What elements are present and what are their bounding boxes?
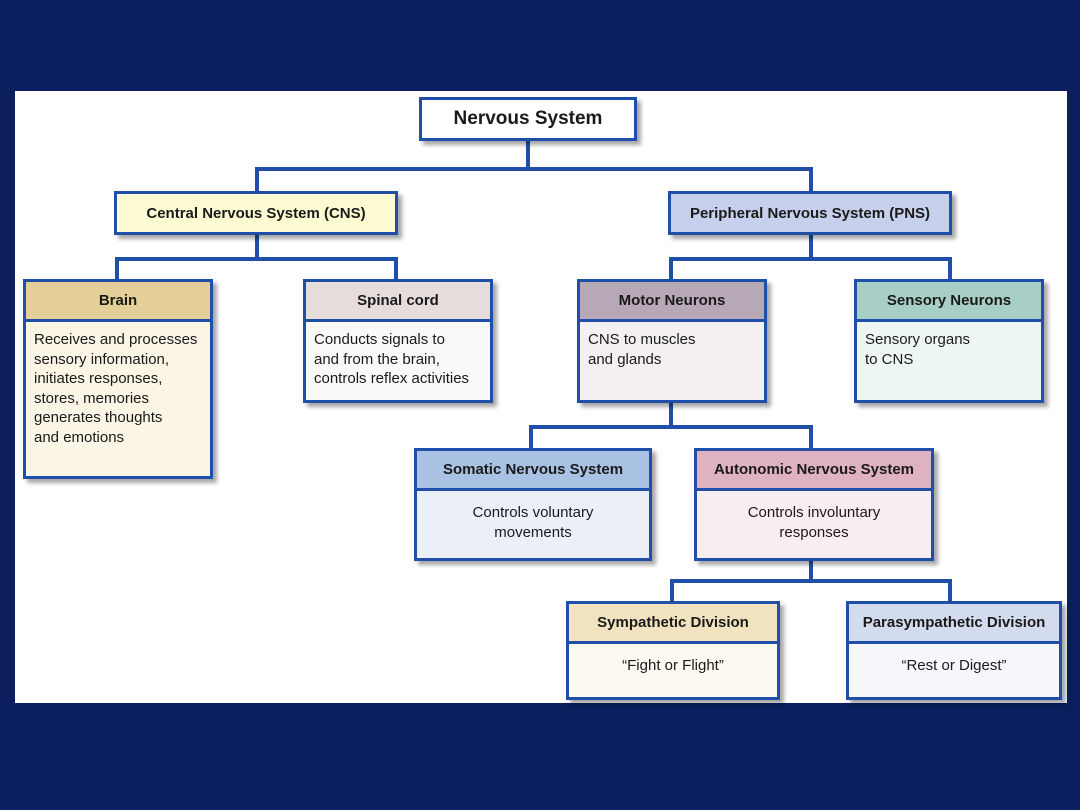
spinal-cord-description: Conducts signals to and from the brain, … xyxy=(314,331,470,387)
brain-description: Receives and processes sensory informati… xyxy=(34,331,198,446)
sympathetic-description: “Fight or Flight” xyxy=(622,657,724,674)
parasympathetic-division-box: Parasympathetic Division “Rest or Digest… xyxy=(846,601,1062,700)
connector-pns-children xyxy=(669,233,952,281)
autonomic-title: Autonomic Nervous System xyxy=(697,451,931,491)
sensory-neurons-box: Sensory Neurons Sensory organs to CNS xyxy=(854,279,1044,403)
connector-root-cns-pns xyxy=(255,138,813,192)
motor-neurons-title: Motor Neurons xyxy=(580,282,764,322)
sensory-neurons-title: Sensory Neurons xyxy=(857,282,1041,322)
cns-box: Central Nervous System (CNS) xyxy=(114,191,398,235)
brain-title: Brain xyxy=(26,282,210,322)
connector-motor-children xyxy=(529,402,813,450)
cns-label: Central Nervous System (CNS) xyxy=(146,204,366,222)
pns-label: Peripheral Nervous System (PNS) xyxy=(689,204,931,222)
nervous-system-box: Nervous System xyxy=(419,97,637,141)
autonomic-description: Controls involuntary responses xyxy=(747,504,881,541)
autonomic-nervous-system-box: Autonomic Nervous System Controls involu… xyxy=(694,448,934,561)
parasympathetic-description: “Rest or Digest” xyxy=(901,657,1007,674)
connector-autonomic-children xyxy=(670,559,952,603)
spinal-cord-box: Spinal cord Conducts signals to and from… xyxy=(303,279,493,403)
nervous-system-label: Nervous System xyxy=(453,108,603,129)
somatic-description: Controls voluntary movements xyxy=(472,504,594,541)
spinal-cord-title: Spinal cord xyxy=(306,282,490,322)
motor-neurons-description: CNS to muscles and glands xyxy=(588,331,696,368)
sensory-neurons-description: Sensory organs to CNS xyxy=(865,331,971,368)
parasympathetic-title: Parasympathetic Division xyxy=(849,604,1059,644)
connector-cns-children xyxy=(115,233,398,281)
sympathetic-division-box: Sympathetic Division “Fight or Flight” xyxy=(566,601,780,700)
sympathetic-title: Sympathetic Division xyxy=(569,604,777,644)
pns-box: Peripheral Nervous System (PNS) xyxy=(668,191,952,235)
somatic-nervous-system-box: Somatic Nervous System Controls voluntar… xyxy=(414,448,652,561)
brain-box: Brain Receives and processes sensory inf… xyxy=(23,279,213,479)
motor-neurons-box: Motor Neurons CNS to muscles and glands xyxy=(577,279,767,403)
somatic-title: Somatic Nervous System xyxy=(417,451,649,491)
